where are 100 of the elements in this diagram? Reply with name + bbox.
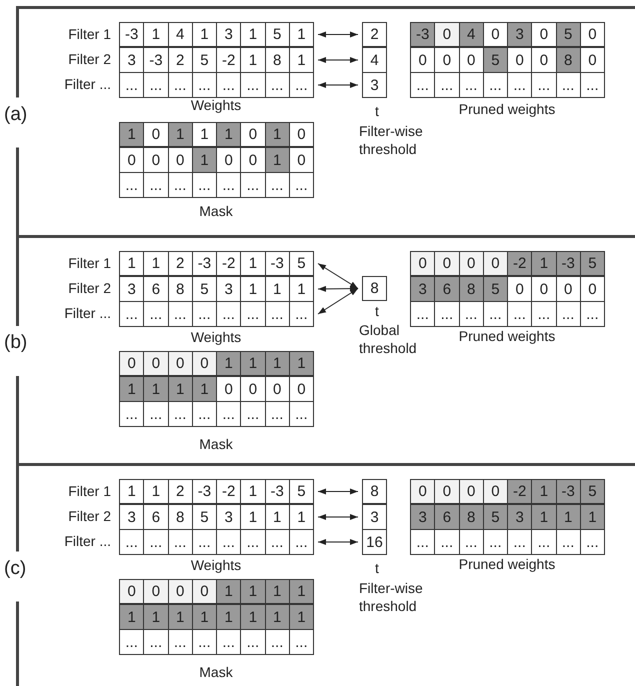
pruned-weight-row — [410, 251, 605, 276]
table-cell: ... — [264, 302, 289, 326]
threshold-symbol: t — [375, 302, 379, 320]
pruned-weight-row — [410, 72, 605, 98]
caption: Mask — [198, 663, 234, 681]
table-cell: 1 — [216, 123, 240, 146]
table-cell-text: ... — [124, 304, 139, 324]
table-cell: 5 — [556, 23, 580, 46]
table-cell: 1 — [168, 377, 192, 401]
table-cell: -2 — [507, 252, 532, 275]
table-cell: -3 — [264, 252, 289, 275]
table-cell: 1 — [240, 23, 264, 46]
table-cell: ... — [143, 73, 168, 97]
table-cell: ... — [192, 302, 216, 326]
table-cell: 0 — [192, 352, 216, 375]
table-cell: 4 — [168, 23, 192, 46]
table-cell: 5 — [264, 23, 289, 46]
table-cell: 1 — [120, 123, 144, 146]
table-cell: ... — [216, 530, 240, 554]
pruned-weight-row — [410, 47, 605, 73]
table-cell: 4 — [458, 23, 483, 46]
weight-row — [119, 22, 314, 47]
table-cell: 1 — [531, 480, 556, 503]
mask-row — [119, 147, 314, 173]
table-cell: 3 — [216, 23, 240, 46]
table-cell: 8 — [458, 505, 483, 529]
pruned-weight-row — [410, 504, 605, 530]
arrow — [318, 82, 358, 88]
table-cell: ... — [216, 73, 240, 97]
table-cell: 1 — [143, 23, 168, 46]
table-cell: 1 — [216, 352, 240, 375]
weight-row — [119, 47, 314, 73]
arrow — [318, 32, 358, 38]
table-cell: ... — [216, 630, 240, 654]
table-cell: 1 — [143, 377, 168, 401]
table-cell: 1 — [192, 23, 216, 46]
table-cell: 0 — [168, 580, 192, 603]
table-cell: 1 — [120, 605, 144, 629]
table-cell: 1 — [556, 505, 580, 529]
table-cell: 3 — [411, 505, 434, 529]
table-cell: 1 — [168, 123, 192, 146]
table-cell: ... — [264, 530, 289, 554]
table-cell: -3 — [556, 480, 580, 503]
weight-row — [119, 479, 314, 504]
pruned-weight-row — [410, 529, 605, 555]
caption: Weights — [190, 556, 242, 574]
table-cell: ... — [192, 530, 216, 554]
caption: Pruned weights — [458, 100, 556, 118]
threshold-cell: 3 — [362, 504, 387, 530]
table-cell: ... — [168, 73, 192, 97]
table-cell: ... — [240, 302, 264, 326]
table-cell: 1 — [264, 605, 289, 629]
table-cell: 5 — [482, 505, 507, 529]
table-cell: 0 — [458, 480, 483, 503]
table-cell: 1 — [168, 605, 192, 629]
mask-row — [119, 172, 314, 198]
table-cell: 0 — [434, 23, 458, 46]
row-label: Filter 1 — [68, 254, 111, 272]
table-cell: ... — [288, 302, 313, 326]
table-cell: ... — [192, 73, 216, 97]
table-cell: 0 — [143, 580, 168, 603]
table-cell: 3 — [411, 277, 434, 301]
arrow — [318, 514, 358, 520]
row-label: Filter 1 — [68, 482, 111, 500]
row-label: Filter 1 — [68, 25, 111, 43]
table-cell: 1 — [531, 252, 556, 275]
table-cell: 1 — [240, 252, 264, 275]
table-cell-text: -3 — [124, 25, 140, 45]
table-cell: 1 — [216, 580, 240, 603]
table-cell-text: 1 — [126, 482, 137, 502]
arrow — [318, 288, 358, 314]
table-cell: ... — [216, 173, 240, 197]
table-cell: 0 — [507, 277, 532, 301]
pruned-weight-row — [410, 301, 605, 327]
mask-row — [119, 351, 314, 376]
table-cell: 0 — [458, 252, 483, 275]
threshold-symbol: t — [375, 559, 379, 577]
table-cell: 5 — [482, 48, 507, 72]
table-cell-text: ... — [124, 76, 139, 96]
table-cell: 0 — [482, 252, 507, 275]
weight-row — [119, 504, 314, 530]
table-cell: -2 — [507, 480, 532, 503]
table-cell: -2 — [216, 480, 240, 503]
table-cell: 1 — [240, 580, 264, 603]
table-cell: 1 — [288, 352, 313, 375]
row-label: Filter 2 — [68, 279, 111, 297]
table-cell: ... — [216, 302, 240, 326]
table-cell: 1 — [580, 505, 604, 529]
weight-row — [119, 529, 314, 555]
pruned-weight-row — [410, 276, 605, 302]
table-cell: 1 — [143, 480, 168, 503]
mask-row — [119, 579, 314, 604]
pruned-weight-row — [410, 22, 605, 47]
table-cell: 1 — [192, 605, 216, 629]
table-cell-text: 3 — [126, 280, 137, 300]
table-cell: ... — [168, 302, 192, 326]
pruned-weight-row — [410, 479, 605, 504]
table-cell: 0 — [216, 148, 240, 172]
table-cell: ... — [143, 302, 168, 326]
threshold-symbol: t — [375, 102, 379, 120]
